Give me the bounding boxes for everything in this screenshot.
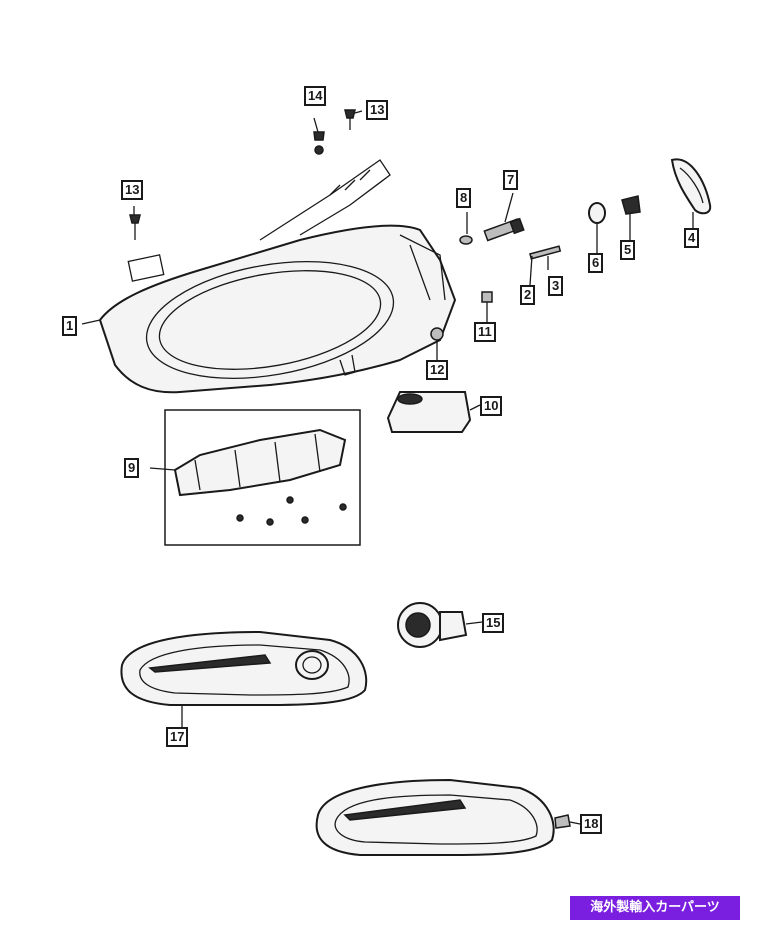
bulb-parts [430,195,641,341]
callout-9: 9 [124,458,140,478]
drl-assembly-inset [164,409,361,546]
callout-13-top: 13 [366,100,389,120]
screw-parts-13-14 [129,109,356,240]
callout-6: 6 [588,253,604,273]
callout-7: 7 [503,170,519,190]
callout-18: 18 [580,814,603,834]
callout-8: 8 [456,188,472,208]
banner-background [570,896,740,920]
callout-3: 3 [548,276,564,296]
ballast-module-10 [386,391,472,433]
callout-13-left: 13 [121,180,144,200]
bezel-part-17 [120,630,368,706]
fog-lamp-15 [397,602,468,648]
callout-1: 1 [62,316,78,336]
headlamp-housing [98,159,457,394]
callout-5: 5 [620,240,636,260]
callout-11: 11 [474,322,496,342]
bracket-part-4 [670,158,712,215]
callout-10: 10 [480,396,503,416]
callout-17: 17 [166,727,189,747]
callout-4: 4 [684,228,700,248]
callout-2: 2 [520,285,536,305]
leader-lines [81,110,694,825]
callout-14: 14 [304,86,327,106]
callout-15: 15 [482,613,505,633]
watermark-banner: 海外製輸入カーパーツ [590,900,720,915]
bezel-part-18 [315,778,571,856]
callout-12: 12 [426,360,449,380]
